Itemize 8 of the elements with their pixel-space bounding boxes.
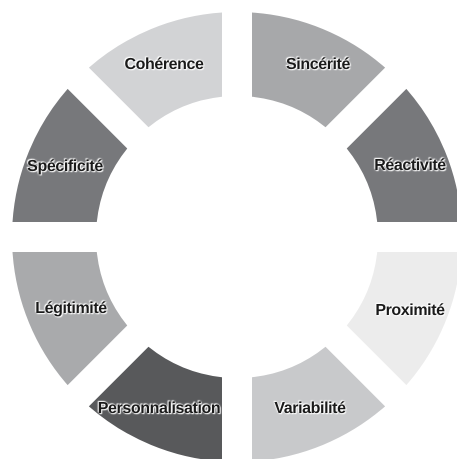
segment-label: Proximité: [375, 303, 445, 319]
segment-label: Personnalisation: [98, 401, 220, 417]
segment-label: Réactivité: [374, 158, 446, 174]
segment-label: Sincérité: [286, 57, 350, 73]
segment-label: Légitimité: [35, 301, 107, 317]
segment-label: Cohérence: [124, 57, 204, 73]
segment-label: Variabilité: [274, 401, 346, 417]
segment-label: Spécificité: [27, 159, 103, 175]
